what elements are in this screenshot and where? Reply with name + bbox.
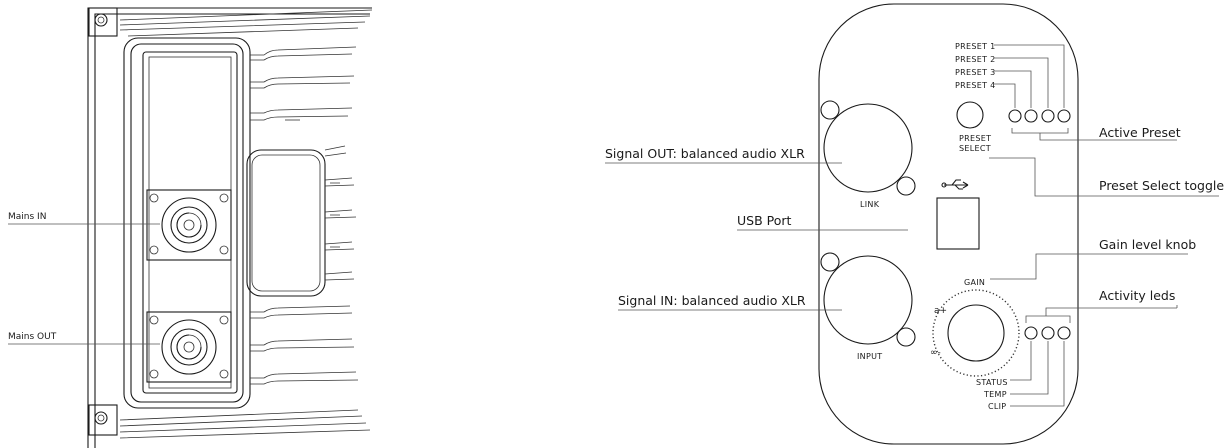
- signal-out-callout: Signal OUT: balanced audio XLR: [605, 146, 805, 161]
- usb-port: [936, 197, 980, 250]
- screw-icon: [94, 13, 108, 27]
- preset-select-button: PRESET SELECT: [956, 101, 991, 153]
- mains-out-label: Mains OUT: [8, 332, 57, 342]
- preset-3-label: PRESET 3: [955, 68, 996, 77]
- xlr-connector-icon: [823, 255, 913, 345]
- activity-leds-callout: Activity leds: [1099, 288, 1175, 303]
- preset-leds: [1008, 109, 1071, 123]
- mains-in-label: Mains IN: [8, 212, 46, 222]
- temp-label: TEMP: [983, 390, 1007, 399]
- xlr-connector-icon: [823, 103, 913, 193]
- amplifier-rear-panel: Mains IN Mains OUT: [8, 7, 373, 448]
- preset-select-label-1: PRESET: [959, 134, 991, 143]
- led-indicator-icon: [1057, 326, 1071, 340]
- gain-knob-icon: [947, 304, 1005, 362]
- gain-max-label: a+: [934, 306, 947, 316]
- activity-leds: [1024, 326, 1071, 340]
- active-preset-callout: Active Preset: [1099, 125, 1181, 140]
- powercon-connector-icon: [161, 197, 217, 253]
- input-label: INPUT: [857, 352, 882, 361]
- heatsink-fins-lower: [250, 305, 359, 385]
- led-indicator-icon: [1024, 109, 1038, 123]
- gain-label: GAIN: [964, 278, 985, 287]
- gain-level-knob-callout: Gain level knob: [1099, 237, 1196, 252]
- screw-icon: [94, 411, 108, 425]
- heatsink-fins-middle: [324, 177, 357, 281]
- clip-label: CLIP: [988, 402, 1006, 411]
- powercon-connector-icon: [161, 319, 217, 375]
- mains-in-connector: [146, 189, 232, 261]
- preset-4-label: PRESET 4: [955, 81, 996, 90]
- led-indicator-icon: [1057, 109, 1071, 123]
- preset-2-label: PRESET 2: [955, 55, 996, 64]
- gain-knob: GAIN a+ ∞-: [930, 278, 1020, 377]
- preset-select-label-2: SELECT: [959, 144, 991, 153]
- link-label: LINK: [860, 200, 880, 209]
- mains-out-connector: [146, 311, 232, 383]
- status-label: STATUS: [976, 378, 1008, 387]
- panel-outline: [818, 3, 1079, 445]
- link-xlr-connector: LINK: [820, 100, 916, 209]
- preset-select-toggle-callout: Preset Select toggle: [1099, 178, 1224, 193]
- led-indicator-icon: [1008, 109, 1022, 123]
- input-xlr-connector: INPUT: [820, 252, 916, 361]
- preset-1-label: PRESET 1: [955, 42, 996, 51]
- led-indicator-icon: [1024, 326, 1038, 340]
- led-indicator-icon: [1041, 326, 1055, 340]
- preset-select-leader: [989, 157, 1219, 197]
- gain-knob-leader: [990, 253, 1188, 280]
- heatsink-fins-upper: [250, 46, 357, 157]
- input-panel: LINK INPUT PRESET SELECT PRESET 1 PRESET…: [605, 3, 1224, 445]
- led-indicator-icon: [1041, 109, 1055, 123]
- usb-port-callout: USB Port: [737, 213, 792, 228]
- gain-min-label: ∞-: [930, 348, 941, 358]
- usb-icon: [941, 179, 969, 190]
- signal-in-callout: Signal IN: balanced audio XLR: [618, 293, 806, 308]
